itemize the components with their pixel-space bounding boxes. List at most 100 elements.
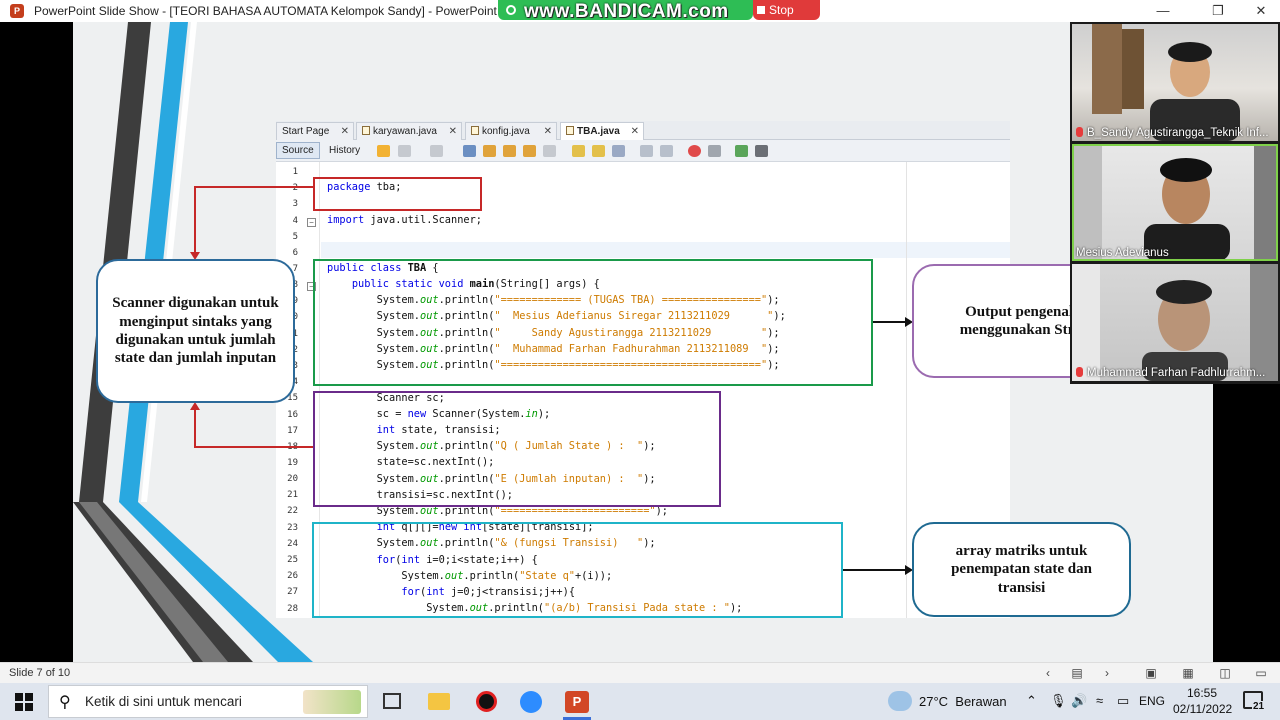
- code-line: System.out.println("& (fungsi Transisi) …: [327, 537, 656, 549]
- source-button[interactable]: Source: [276, 142, 320, 159]
- line-number: 3: [292, 199, 298, 209]
- powerpoint-taskbar-icon[interactable]: P: [565, 691, 589, 713]
- reading-view-icon[interactable]: ◫: [1219, 666, 1231, 680]
- participant-video: [1072, 144, 1278, 261]
- uncomment-icon[interactable]: [755, 145, 768, 157]
- slide-sorter-icon[interactable]: ▦: [1182, 666, 1194, 680]
- last-edit-icon[interactable]: [377, 145, 390, 157]
- back-icon[interactable]: [398, 145, 411, 157]
- rect-select-icon[interactable]: [543, 145, 556, 157]
- participant-video: [1072, 264, 1278, 381]
- shift-right-icon[interactable]: [660, 145, 673, 157]
- close-icon[interactable]: ✕: [448, 126, 457, 137]
- callout-text: Scanner digunakan untuk menginput sintak…: [112, 295, 279, 367]
- restore-icon[interactable]: ❐: [1212, 3, 1224, 18]
- clock-date[interactable]: 02/11/2022: [1173, 702, 1233, 716]
- code-line: System.out.println("============= (TUGAS…: [327, 294, 780, 306]
- java-file-icon: [362, 126, 370, 135]
- next-slide-icon[interactable]: ›: [1105, 666, 1109, 680]
- prev-bookmark-icon[interactable]: [572, 145, 585, 157]
- code-line: int state, transisi;: [376, 424, 501, 436]
- line-number: 23: [287, 523, 298, 533]
- taskbar-search-box[interactable]: ⚲ Ketik di sini untuk mencari: [48, 685, 368, 718]
- code-line: System.out.println(" Sandy Agustirangga …: [327, 327, 780, 339]
- code-line: System.out.println("(a/b) Transisi Pada …: [327, 602, 743, 614]
- slideshow-icon[interactable]: ▭: [1255, 666, 1267, 680]
- microphone-icon[interactable]: 🎙: [1050, 693, 1067, 708]
- recording-overlay: www.BANDICAM.com Stop Share: [498, 0, 822, 37]
- editor-toolbar: Source History: [276, 140, 1010, 162]
- chevron-up-icon[interactable]: ⌃: [1026, 693, 1037, 708]
- tab-label: konfig.java: [482, 126, 530, 137]
- line-number: 28: [287, 604, 298, 614]
- muted-mic-icon: [1076, 367, 1083, 377]
- speaker-icon[interactable]: 🔊: [1071, 693, 1088, 708]
- line-number: 4: [292, 216, 298, 226]
- search-placeholder: Ketik di sini untuk mencari: [85, 694, 242, 709]
- slide-menu-icon[interactable]: ▤: [1071, 666, 1083, 680]
- close-icon[interactable]: ✕: [630, 126, 639, 137]
- comment-icon[interactable]: [735, 145, 748, 157]
- tab-label: TBA.java: [577, 126, 620, 137]
- battery-icon[interactable]: ▭: [1117, 693, 1130, 708]
- next-bookmark-icon[interactable]: [592, 145, 605, 157]
- normal-view-icon[interactable]: ▣: [1145, 666, 1157, 680]
- code-line: transisi=sc.nextInt();: [327, 489, 513, 501]
- tab-tba[interactable]: TBA.java ✕: [560, 122, 644, 140]
- record-macro-icon[interactable]: [688, 145, 701, 157]
- participant-tile[interactable]: B_Sandy Agustirangga_Teknik Inf...: [1072, 24, 1278, 141]
- participant-name: B_Sandy Agustirangga_Teknik Inf...: [1076, 127, 1269, 139]
- stop-macro-icon[interactable]: [708, 145, 721, 157]
- scanner-explanation-callout: Scanner digunakan untuk menginput sintak…: [96, 259, 295, 403]
- participant-name: Mesius Adevianus: [1076, 247, 1169, 259]
- close-icon[interactable]: ✕: [543, 126, 552, 137]
- code-line: state=sc.nextInt();: [327, 456, 495, 468]
- forward-icon[interactable]: [430, 145, 443, 157]
- find-next-icon[interactable]: [503, 145, 516, 157]
- fold-toggle-icon[interactable]: −: [307, 282, 316, 291]
- stop-share-button[interactable]: Stop Share: [753, 0, 820, 37]
- slide: Start Page✕ karyawan.java✕ konfig.java✕ …: [73, 22, 1213, 662]
- code-line: System.out.println("State q"+(i));: [327, 570, 613, 582]
- line-number: 5: [292, 232, 298, 242]
- code-line: System.out.println("E (Jumlah inputan) :…: [327, 473, 656, 485]
- file-explorer-icon[interactable]: [428, 693, 450, 710]
- video-participants-panel: B_Sandy Agustirangga_Teknik Inf... Mesiu…: [1070, 22, 1280, 384]
- tab-karyawan[interactable]: karyawan.java✕: [356, 122, 462, 140]
- find-icon[interactable]: [463, 145, 476, 157]
- code-line: public static void main(String[] args) {: [351, 278, 600, 290]
- find-prev-icon[interactable]: [483, 145, 496, 157]
- wifi-icon[interactable]: ≈: [1096, 693, 1104, 708]
- weather-text[interactable]: 27°C Berawan: [919, 694, 1007, 709]
- participant-tile[interactable]: Mesius Adevianus: [1072, 144, 1278, 261]
- tab-konfig[interactable]: konfig.java ✕: [465, 122, 557, 140]
- language-indicator[interactable]: ENG: [1139, 694, 1166, 708]
- zoom-app-icon[interactable]: [520, 691, 542, 713]
- editor-tabs: Start Page✕ karyawan.java✕ konfig.java✕ …: [276, 121, 1010, 140]
- recorder-app-icon[interactable]: [476, 691, 497, 712]
- line-number: 8: [292, 280, 298, 290]
- muted-mic-icon: [1076, 127, 1083, 137]
- toggle-highlight-icon[interactable]: [523, 145, 536, 157]
- array-explanation-callout: array matriks untuk penempatan state dan…: [912, 522, 1131, 617]
- scanner-highlight-box: [313, 391, 721, 507]
- minimize-icon[interactable]: —: [1156, 3, 1170, 18]
- task-view-icon[interactable]: [383, 693, 401, 709]
- participant-tile[interactable]: Muhammad Farhan Fadhlurrahm...: [1072, 264, 1278, 381]
- code-editor[interactable]: package tba; import java.util.Scanner; p…: [327, 162, 1007, 618]
- fold-toggle-icon[interactable]: −: [307, 218, 316, 227]
- line-number: 7: [292, 264, 298, 274]
- toggle-bookmark-icon[interactable]: [612, 145, 625, 157]
- shift-left-icon[interactable]: [640, 145, 653, 157]
- windows-start-icon[interactable]: [15, 693, 33, 711]
- close-icon[interactable]: ✕: [1255, 3, 1267, 18]
- tab-start-page[interactable]: Start Page✕: [276, 122, 354, 140]
- close-icon[interactable]: ✕: [340, 126, 349, 137]
- java-file-icon: [471, 126, 479, 135]
- line-number: 21: [287, 490, 298, 500]
- clock-time[interactable]: 16:55: [1187, 686, 1218, 700]
- java-file-icon: [566, 126, 574, 135]
- previous-slide-icon[interactable]: ‹: [1046, 666, 1050, 680]
- line-number: 6: [292, 248, 298, 258]
- history-button[interactable]: History: [329, 145, 361, 156]
